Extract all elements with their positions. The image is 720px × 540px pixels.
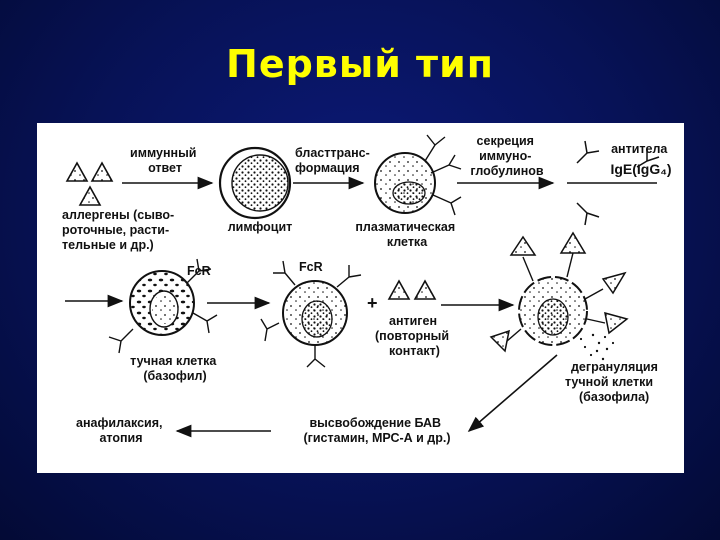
label-immune-response: иммунный ответ (130, 146, 200, 175)
label-blast-transformation: бласттранс- формация (295, 146, 373, 175)
label-plasma-cell: плазматическая клетка (355, 220, 458, 249)
label-lymphocyte: лимфоцит (228, 220, 293, 234)
plasma-cell (375, 135, 461, 215)
label-anaphylaxis: анафилаксия, атопия (76, 416, 166, 445)
label-secretion: секреция иммуно- глобулинов (470, 134, 543, 178)
label-fcr-2: FcR (299, 260, 323, 274)
slide-title: Первый тип (0, 42, 720, 86)
immune-reaction-diagram: иммунный ответ аллергены (сыво- роточные… (37, 123, 684, 473)
antigen-triangles (389, 281, 435, 299)
sensitized-mast-cell (261, 261, 361, 367)
label-degranulation: дегрануляция тучной клетки (базофила) (565, 360, 661, 404)
label-allergens: аллергены (сыво- роточные, расти- тельны… (62, 208, 178, 252)
plus-sign: + (367, 293, 378, 313)
label-release: высвобождение БАВ (гистамин, МРС-А и др.… (304, 416, 451, 445)
label-mast-cell: тучная клетка (базофил) (130, 354, 220, 383)
label-antigen: антиген (повторный контакт) (375, 314, 453, 358)
label-antibodies: антитела IgE(IgG₄) (610, 142, 671, 177)
arrow-to-release (469, 355, 557, 431)
diagram-panel: иммунный ответ аллергены (сыво- роточные… (37, 123, 684, 473)
lymphocyte-cell (220, 148, 290, 218)
allergen-triangles (67, 163, 112, 205)
degranulating-mast-cell (491, 233, 627, 360)
